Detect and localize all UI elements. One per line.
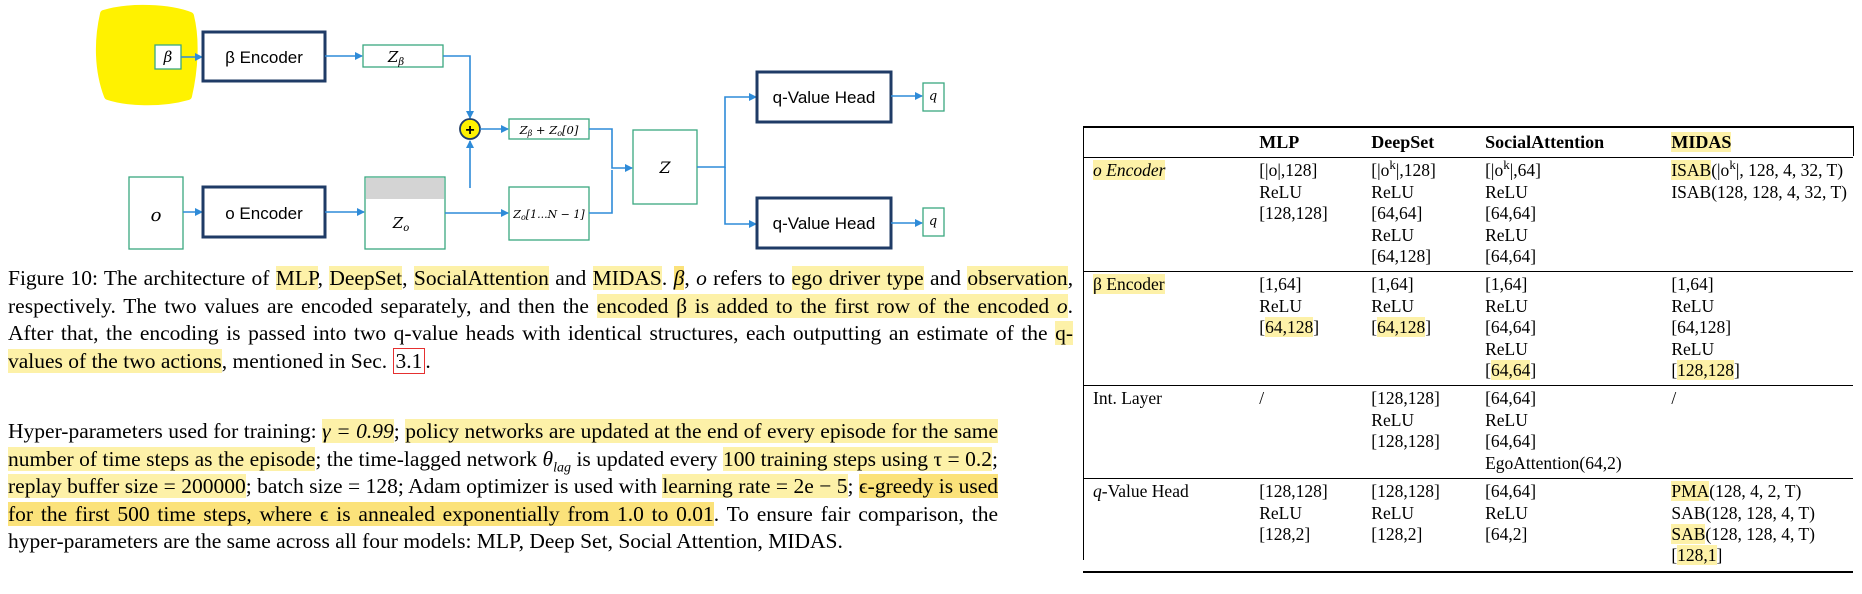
q-value-head-2-label: q-Value Head bbox=[773, 214, 876, 233]
o-encoder-label: o Encoder bbox=[225, 204, 303, 223]
table-row: β Encoder [1,64]ReLU [64,128] [1,64]ReLU… bbox=[1083, 272, 1853, 386]
cell-deepset-o-encoder: [|ok|,128] ReLU[64,64]ReLU[64,128] bbox=[1371, 157, 1436, 267]
hl-encoded-o: o bbox=[1056, 293, 1068, 318]
header-mlp: MLP bbox=[1259, 132, 1300, 152]
q-value-head-1-label: q-Value Head bbox=[773, 88, 876, 107]
cell-mlp-q-head: [128,128]ReLU[128,2] bbox=[1259, 481, 1328, 544]
hl-mlp: MLP bbox=[275, 266, 318, 290]
architecture-diagram: β β Encoder Zβ + o o Encoder Zo Zβ + Zo[… bbox=[95, 4, 945, 250]
cell-midas-o-encoder: ISAB(|ok|, 128, 4, 32, T) ISAB(128, 128,… bbox=[1671, 157, 1847, 202]
cell-social-q-head: [64,64]ReLU[64,2] bbox=[1485, 481, 1537, 544]
o-encoder-box bbox=[201, 185, 327, 239]
cell-social-beta-encoder: [1,64]ReLU[64,64]ReLU [64,64] bbox=[1485, 274, 1537, 381]
table-row: o Encoder [|o|,128]ReLU[128,128] [|ok|,1… bbox=[1083, 158, 1853, 272]
z-label: Z bbox=[658, 158, 671, 177]
o-symbol: o bbox=[696, 266, 707, 290]
q-output-1 bbox=[922, 82, 945, 112]
z-o-first-row bbox=[366, 178, 444, 199]
header-deepset: DeepSet bbox=[1371, 132, 1435, 152]
z-o-label: Zo bbox=[392, 214, 409, 234]
q-value-head-2 bbox=[755, 196, 893, 250]
row-label-o-encoder: o Encoder bbox=[1093, 160, 1166, 181]
beta-highlight-scribble bbox=[95, 4, 198, 106]
cell-mlp-o-encoder: [|o|,128]ReLU[128,128] bbox=[1259, 160, 1328, 224]
o-input-label: o bbox=[151, 205, 162, 226]
row-label-q-value-head: q-Value Head bbox=[1093, 481, 1189, 502]
table-left-border bbox=[1083, 126, 1084, 560]
cell-midas-beta-encoder: [1,64]ReLU[64,128]ReLU [128,128] bbox=[1671, 274, 1740, 381]
o-input-box bbox=[128, 176, 184, 250]
header-socialattention: SocialAttention bbox=[1485, 132, 1605, 152]
table-header-right-border bbox=[1853, 126, 1854, 156]
header-midas: MIDAS bbox=[1671, 132, 1732, 152]
rest-rows-label: Zo[1...N − 1] bbox=[512, 208, 585, 222]
hl-observation: observation bbox=[967, 266, 1068, 290]
cell-midas-int-layer: / bbox=[1671, 388, 1677, 409]
cell-mlp-beta-encoder: [1,64]ReLU [64,128] bbox=[1259, 274, 1320, 338]
hl-replay-buffer: replay buffer size = 200000 bbox=[8, 474, 246, 498]
table-row: Int. Layer / [128,128]ReLU[128,128] [64,… bbox=[1083, 386, 1853, 479]
cell-mlp-int-layer: / bbox=[1259, 388, 1265, 409]
cell-midas-q-head: PMA(128, 4, 2, T) SAB(128, 128, 4, T) SA… bbox=[1671, 481, 1815, 566]
cell-social-o-encoder: [|ok|,64] ReLU[64,64]ReLU[64,64] bbox=[1485, 157, 1541, 267]
hl-learning-rate: learning rate = 2e − 5 bbox=[662, 474, 848, 498]
section-ref-link[interactable]: 3.1 bbox=[392, 347, 426, 374]
beta-input-label: β bbox=[163, 48, 173, 66]
hl-encoded-beta: encoded β is added to the first row of t… bbox=[596, 293, 1057, 318]
table-row: q-Value Head [128,128]ReLU[128,2] [128,1… bbox=[1083, 479, 1853, 572]
hl-midas: MIDAS bbox=[592, 266, 662, 290]
table-header-row: MLP DeepSet SocialAttention MIDAS bbox=[1083, 127, 1853, 158]
hl-deepset: DeepSet bbox=[329, 266, 403, 290]
row-label-beta-encoder: β Encoder bbox=[1093, 274, 1165, 295]
q-output-2-label: q bbox=[929, 214, 937, 229]
hl-beta: β bbox=[673, 266, 685, 290]
plus-symbol: + bbox=[465, 122, 474, 139]
hl-gamma: γ = 0.99 bbox=[322, 419, 394, 443]
q-value-head-1 bbox=[755, 70, 893, 124]
z-box bbox=[632, 129, 698, 205]
header-empty bbox=[1083, 127, 1249, 158]
beta-encoder-box bbox=[201, 30, 327, 83]
hyperparameters-paragraph: Hyper-parameters used for training: γ = … bbox=[8, 419, 999, 553]
q-output-2 bbox=[922, 207, 945, 237]
row-label-int-layer: Int. Layer bbox=[1093, 388, 1162, 409]
architecture-table: MLP DeepSet SocialAttention MIDAS o Enco… bbox=[1083, 126, 1853, 573]
q-output-1-label: q bbox=[929, 89, 937, 104]
cell-deepset-beta-encoder: [1,64]ReLU [64,128] bbox=[1371, 274, 1432, 338]
cell-social-int-layer: [64,64]ReLU[64,64]EgoAttention(64,2) bbox=[1485, 388, 1622, 473]
z-beta-label: Zβ bbox=[387, 48, 404, 68]
rest-rows-box bbox=[508, 186, 590, 241]
hl-training-steps: 100 training steps using τ = 0.2 bbox=[722, 446, 993, 471]
beta-encoder-label: β Encoder bbox=[225, 48, 303, 67]
figure-caption: Figure 10: The architecture of MLP, Deep… bbox=[8, 266, 1074, 374]
hl-socialattention: SocialAttention bbox=[413, 266, 549, 290]
theta-lag: θlag bbox=[542, 446, 571, 475]
cell-deepset-int-layer: [128,128]ReLU[128,128] bbox=[1371, 388, 1440, 452]
hl-ego-driver-type: ego driver type bbox=[791, 266, 924, 290]
cell-deepset-q-head: [128,128]ReLU[128,2] bbox=[1371, 481, 1440, 544]
sum-row-label: Zβ + Zo[0] bbox=[519, 123, 579, 138]
